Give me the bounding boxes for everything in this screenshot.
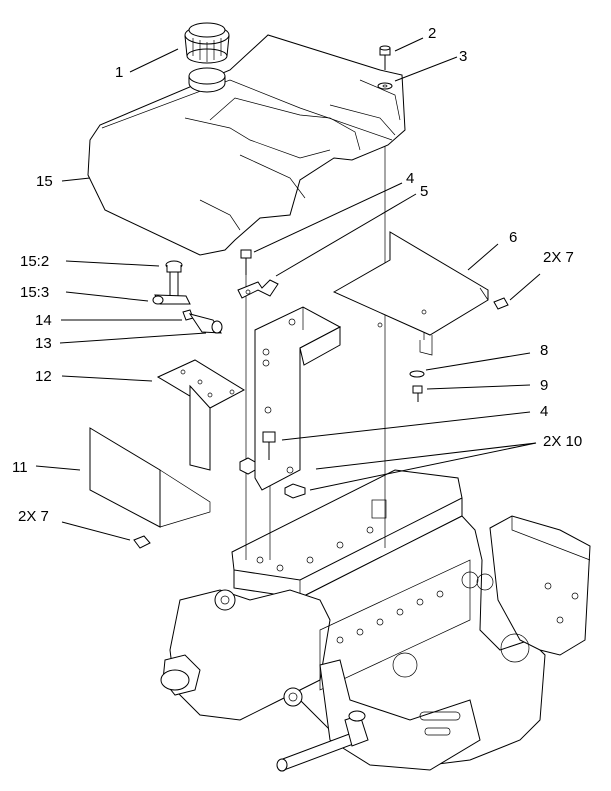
- fuel-fittings: [152, 260, 223, 334]
- callout-4-upper: 4: [406, 170, 414, 187]
- callout-4-lower: 4: [540, 403, 548, 420]
- callout-15-3: 15:3: [20, 284, 49, 301]
- callout-5: 5: [420, 183, 428, 200]
- leader-lines: [35, 37, 541, 541]
- callout-2x7-right: 2X 7: [543, 249, 574, 266]
- callout-2x10: 2X 10: [543, 433, 582, 450]
- callout-12: 12: [35, 368, 52, 385]
- callout-15: 15: [36, 173, 53, 190]
- callout-2x7-left: 2X 7: [18, 508, 49, 525]
- lower-bolts: [239, 431, 306, 499]
- nut-left: [133, 535, 151, 549]
- callout-15-2: 15:2: [20, 253, 49, 270]
- callout-6: 6: [509, 229, 517, 246]
- callout-14: 14: [35, 312, 52, 329]
- bolt-and-washer: [377, 45, 393, 90]
- nut-washer-bolt-right: [409, 297, 509, 402]
- fuel-cap: [184, 22, 230, 93]
- callout-labels: 1 2 3 4 5 6 2X 7 8 9 4 2X 10 11 2X 7 12 …: [12, 25, 582, 525]
- callout-1: 1: [115, 64, 123, 81]
- callout-3: 3: [459, 48, 467, 65]
- fuel-tank: [87, 34, 406, 256]
- shield-panel-11: [89, 427, 211, 528]
- callout-11: 11: [12, 459, 28, 476]
- callout-13: 13: [35, 335, 52, 352]
- mounting-bracket: [254, 306, 342, 491]
- clamp-and-bolt: [237, 249, 279, 299]
- callout-2: 2: [428, 25, 436, 42]
- bracket-12: [156, 359, 246, 471]
- callout-9: 9: [540, 377, 548, 394]
- heat-shield: [332, 231, 489, 356]
- chassis-frame: [160, 469, 591, 772]
- callout-8: 8: [540, 342, 548, 359]
